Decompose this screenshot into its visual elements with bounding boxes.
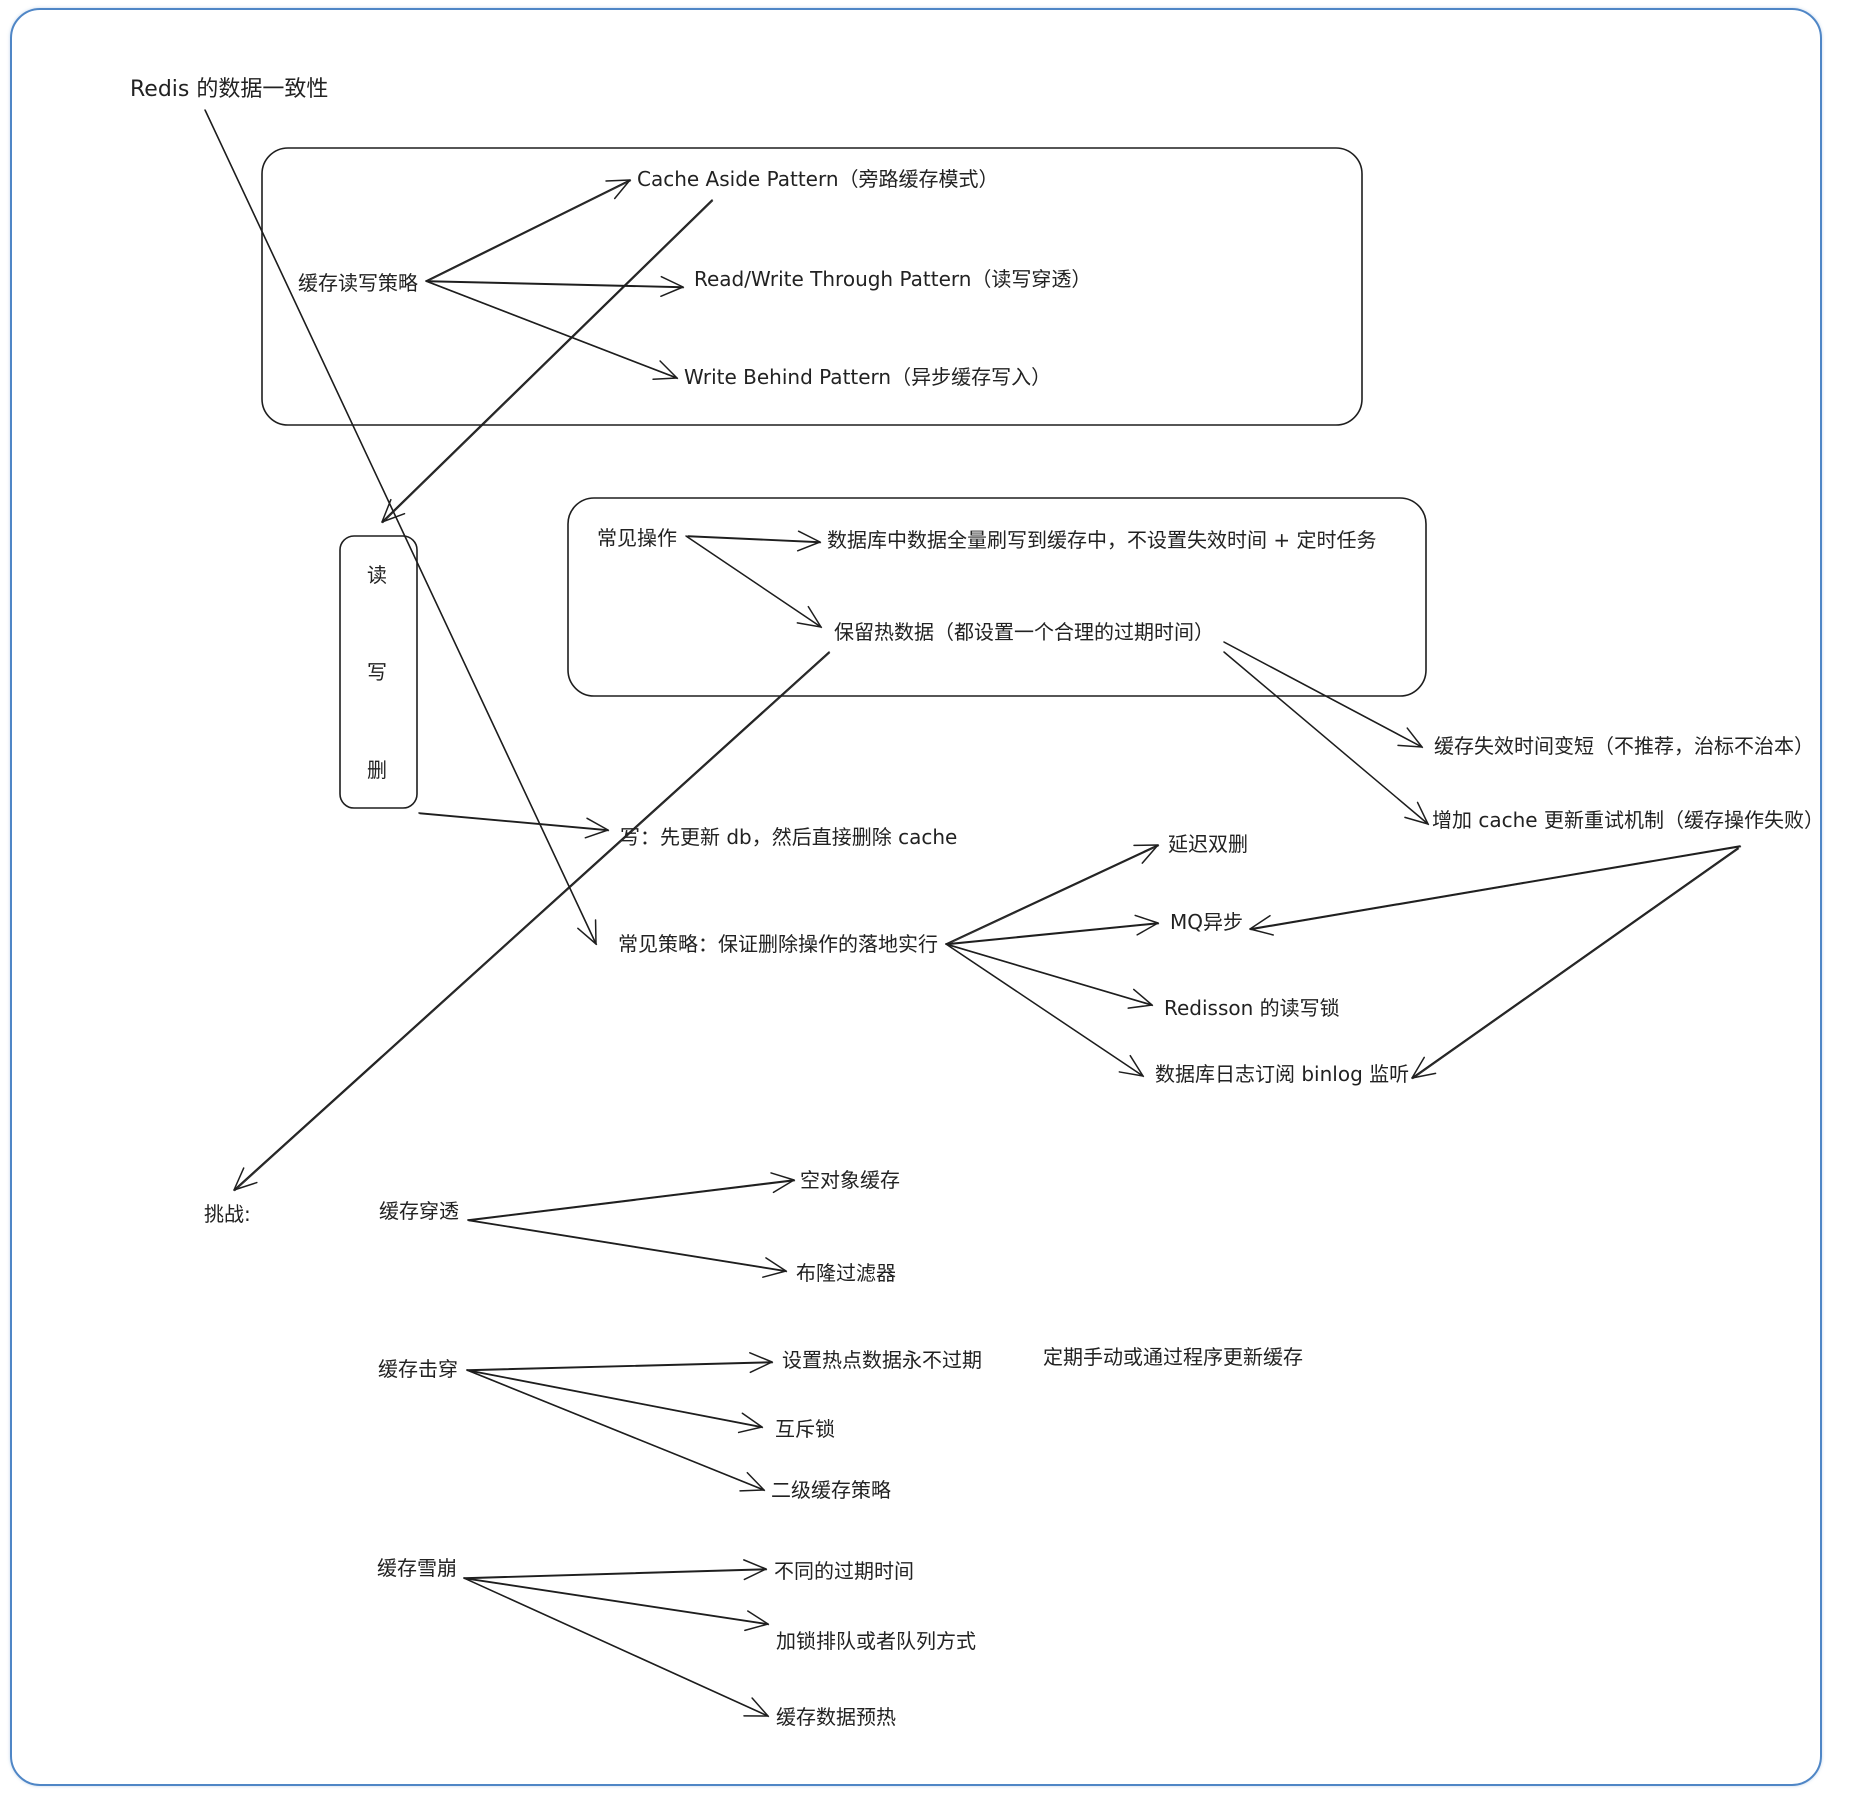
arrow-breakdown-to-two-level (466, 1369, 766, 1492)
short-expire-label: 缓存失效时间变短（不推荐，治标不治本） (1434, 734, 1814, 758)
challenges-label: 挑战: (204, 1202, 251, 1226)
lock-queue-label: 加锁排队或者队列方式 (776, 1629, 976, 1653)
arrow-avalanche-to-diff-expire (463, 1559, 768, 1581)
diagram-title: Redis 的数据一致性 (130, 77, 329, 102)
strategy-group-box (261, 147, 1363, 426)
hot-data-label: 保留热数据（都设置一个合理的过期时间） (834, 620, 1214, 644)
arrow-strategy-to-cache-aside (425, 179, 632, 283)
arrow-title-to-delete-strategy (204, 109, 598, 946)
full-refresh-label: 数据库中数据全量刷写到缓存中，不设置失效时间 + 定时任务 (827, 528, 1377, 552)
never-expire-note-label: 定期手动或通过程序更新缓存 (1043, 1345, 1303, 1369)
arrow-delete-to-mq (945, 914, 1160, 946)
redisson-lock-label: Redisson 的读写锁 (1164, 996, 1340, 1020)
arrow-strategy-to-read-write-through (427, 275, 685, 298)
arrow-penetration-to-bloom-filter (467, 1219, 788, 1278)
diff-expire-label: 不同的过期时间 (774, 1559, 914, 1583)
arrow-breakdown-to-never-expire (466, 1352, 774, 1374)
mq-async-label: MQ异步 (1170, 910, 1243, 934)
arrow-hot-data-to-retry (1223, 651, 1430, 826)
delete-strategy-label: 常见策略：保证删除操作的落地实行 (618, 932, 938, 956)
arrow-retry-to-mq (1249, 845, 1742, 936)
arrow-delete-to-binlog (945, 943, 1145, 1078)
arrow-avalanche-to-preheat (463, 1577, 770, 1718)
null-object-label: 空对象缓存 (800, 1168, 900, 1192)
arrow-avalanche-to-lock-queue (463, 1577, 770, 1632)
avalanche-label: 缓存雪崩 (377, 1556, 457, 1580)
arrow-breakdown-to-mutex (466, 1369, 764, 1434)
cache-aside-label: Cache Aside Pattern（旁路缓存模式） (637, 167, 999, 191)
arrow-hot-data-to-short-expire (1223, 641, 1424, 749)
arrow-hot-data-to-challenges (233, 651, 831, 1192)
arrow-delete-to-delay-double (945, 844, 1160, 946)
arrow-cache-aside-to-rwd (381, 199, 714, 524)
retry-label: 增加 cache 更新重试机制（缓存操作失败） (1432, 808, 1824, 832)
arrow-common-ops-to-hot-data (685, 535, 823, 629)
arrow-rwd-to-write-rule (418, 812, 610, 839)
write-behind-label: Write Behind Pattern（异步缓存写入） (684, 365, 1052, 389)
common-ops-label: 常见操作 (597, 526, 677, 550)
arrow-penetration-to-null-object (467, 1172, 796, 1222)
outer-frame (10, 8, 1822, 1786)
rwd-write-label: 写 (367, 660, 387, 684)
bloom-filter-label: 布隆过滤器 (796, 1261, 896, 1285)
penetration-label: 缓存穿透 (379, 1199, 459, 1223)
delay-double-delete-label: 延迟双删 (1168, 832, 1248, 856)
arrow-retry-to-binlog (1411, 847, 1740, 1080)
binlog-label: 数据库日志订阅 binlog 监听 (1155, 1062, 1410, 1086)
preheat-label: 缓存数据预热 (776, 1705, 896, 1729)
mutex-label: 互斥锁 (775, 1417, 835, 1441)
arrow-strategy-to-write-behind (425, 280, 679, 380)
strategy-group-label: 缓存读写策略 (298, 271, 418, 295)
never-expire-label: 设置热点数据永不过期 (782, 1348, 982, 1372)
common-ops-box (567, 497, 1427, 697)
arrow-delete-to-redisson (945, 943, 1154, 1009)
breakdown-label: 缓存击穿 (378, 1357, 458, 1381)
rwd-box (339, 535, 418, 809)
rwd-delete-label: 删 (367, 758, 387, 782)
read-write-through-label: Read/Write Through Pattern（读写穿透） (694, 267, 1092, 291)
rwd-read-label: 读 (367, 563, 387, 587)
two-level-label: 二级缓存策略 (771, 1478, 891, 1502)
arrow-common-ops-to-full-refresh (687, 530, 822, 552)
write-rule-label: 写：先更新 db，然后直接删除 cache (620, 825, 958, 849)
